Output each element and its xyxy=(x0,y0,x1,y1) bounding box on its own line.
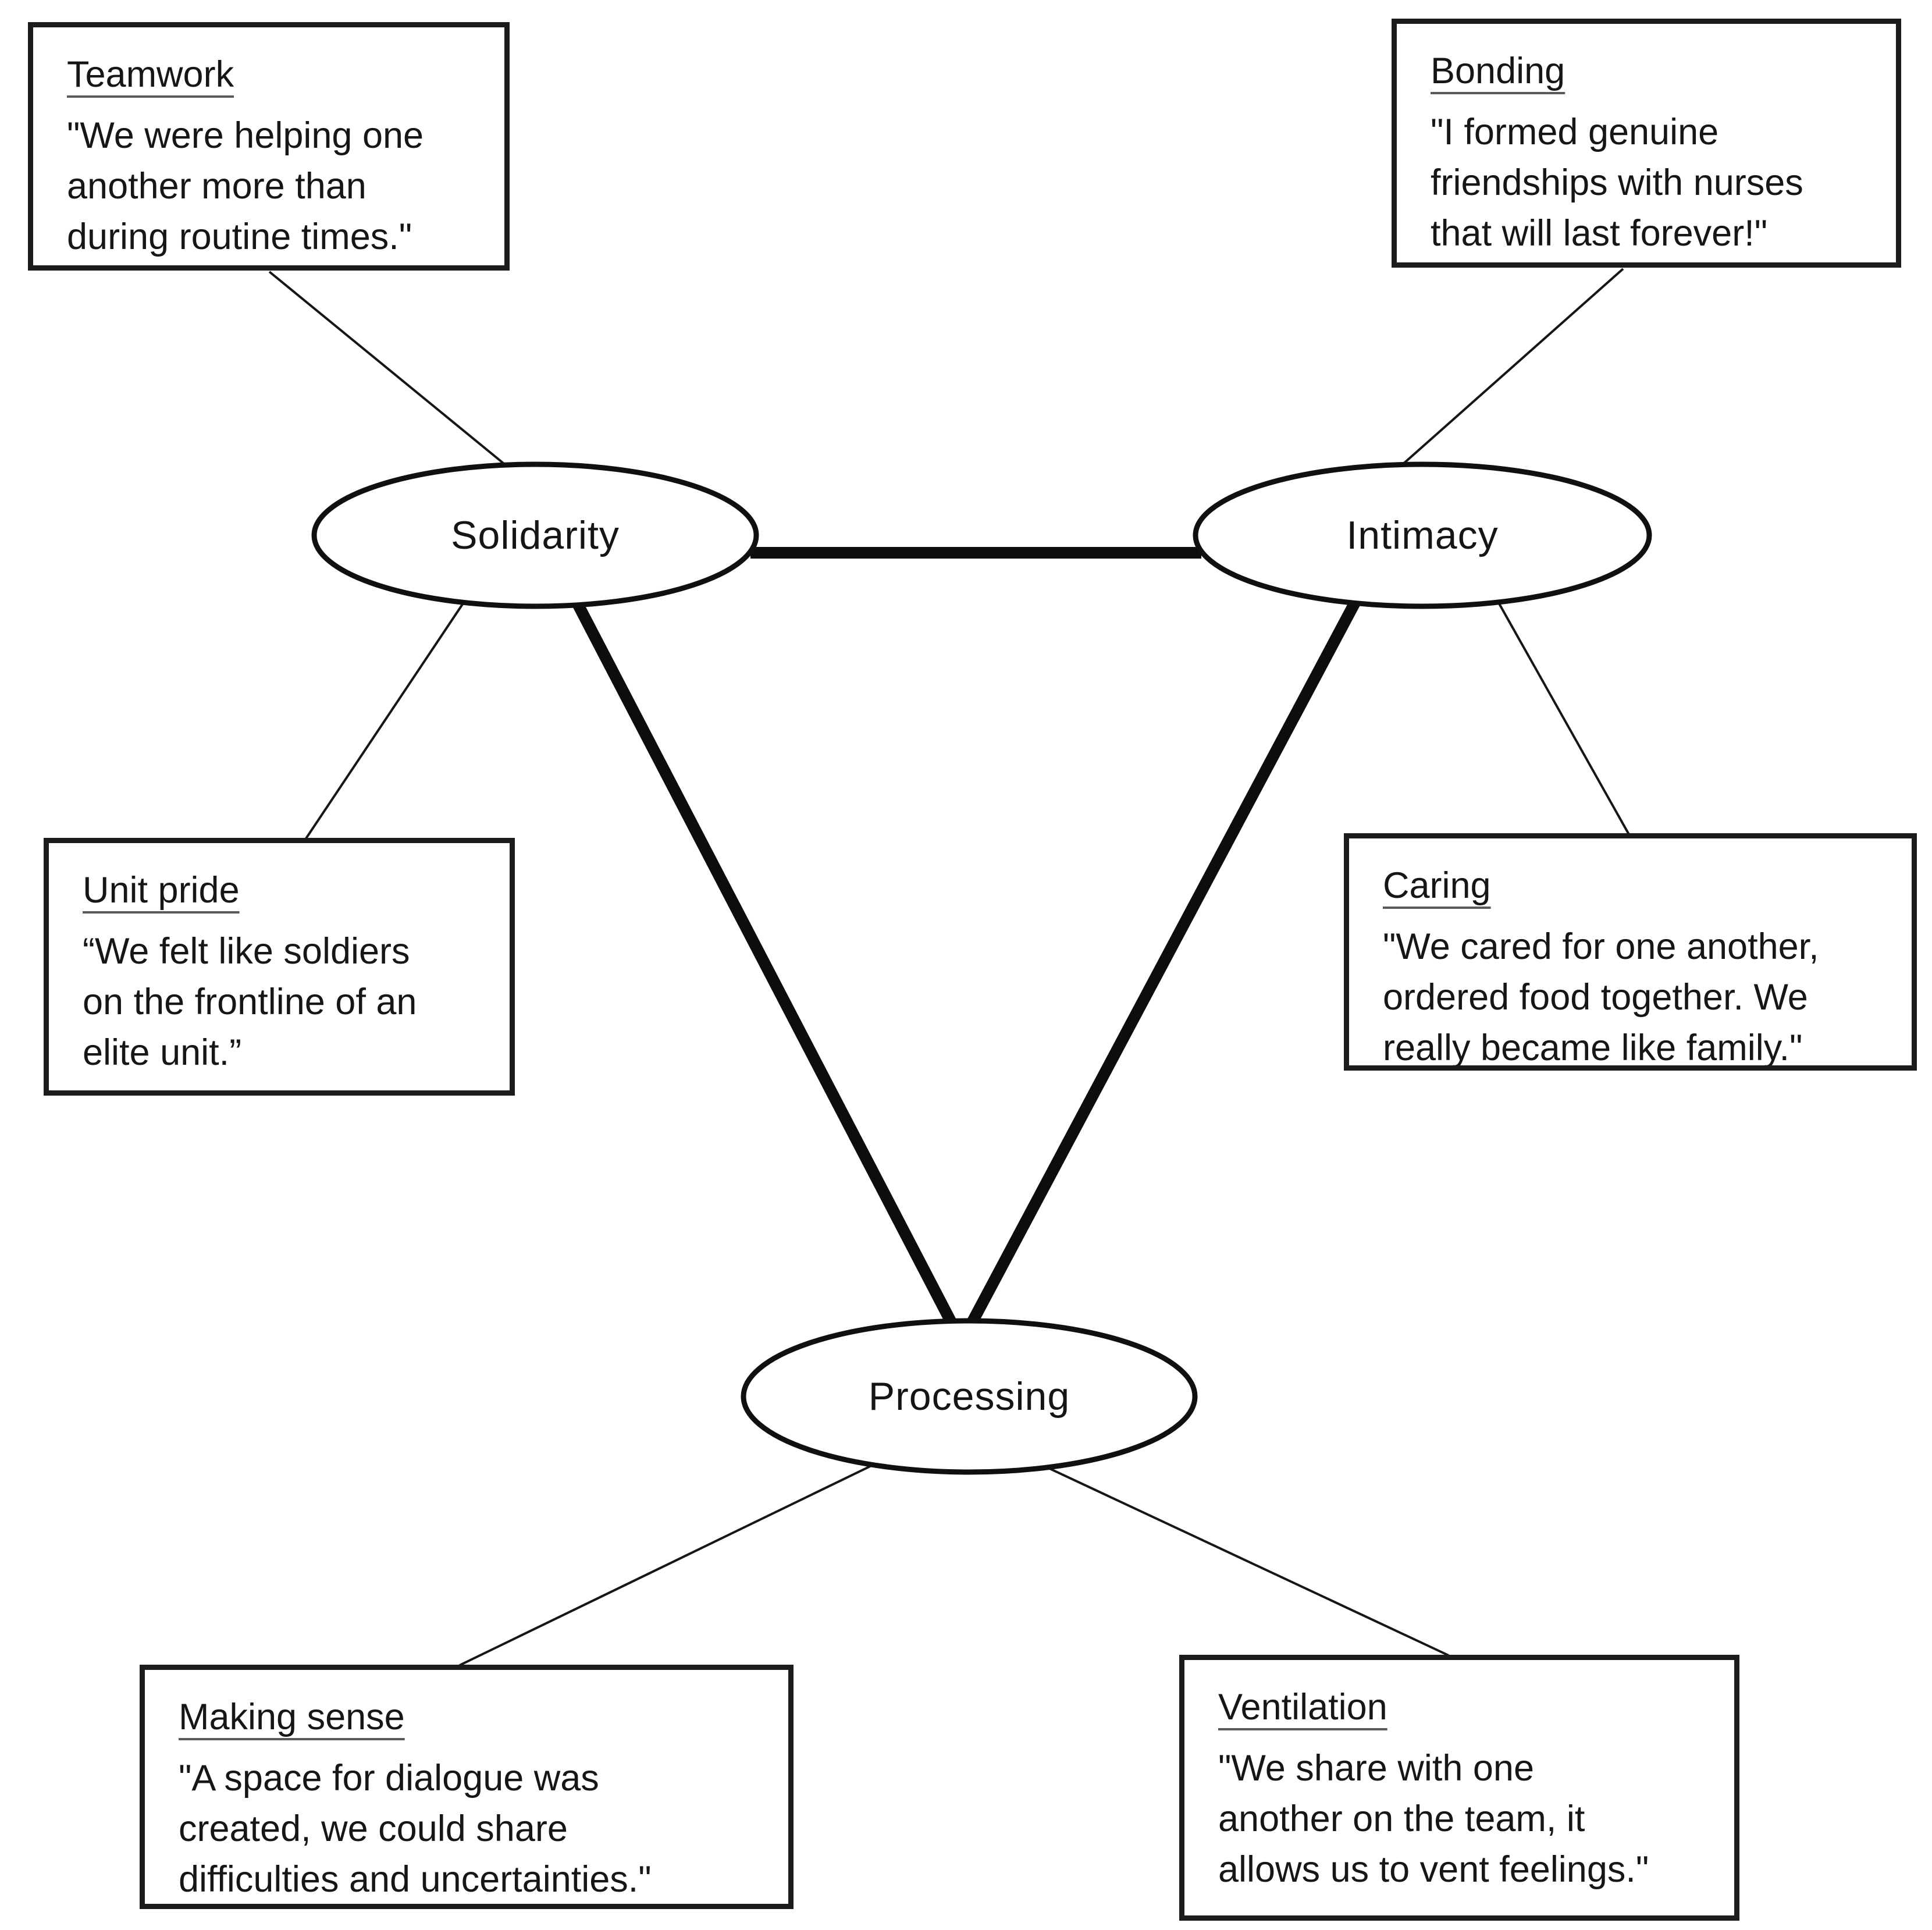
note-caring: Caring "We cared for one another, ordere… xyxy=(1344,833,1917,1071)
note-quote-ventilation: "We share with one another on the team, … xyxy=(1218,1748,1649,1890)
note-making-sense: Making sense "A space for dialogue was c… xyxy=(140,1665,794,1909)
connector-solidarity-unit-pride xyxy=(305,600,465,840)
note-quote-bonding: "I formed genuine friendships with nurse… xyxy=(1431,112,1803,254)
note-quote-caring: "We cared for one another, ordered food … xyxy=(1383,926,1819,1068)
note-title-making-sense: Making sense xyxy=(179,1697,405,1737)
processing-ellipse xyxy=(741,1318,1198,1475)
note-quote-unit-pride: “We felt like soldiers on the frontline … xyxy=(83,931,417,1073)
solidarity-ellipse xyxy=(311,461,759,609)
connector-bonding-intimacy xyxy=(1401,268,1624,466)
connector-processing-ventilation xyxy=(1047,1466,1449,1657)
note-unit-pride: Unit pride “We felt like soldiers on the… xyxy=(44,838,515,1096)
intimacy-ellipse xyxy=(1193,461,1652,609)
note-ventilation: Ventilation "We share with one another o… xyxy=(1179,1655,1739,1921)
note-title-ventilation: Ventilation xyxy=(1218,1687,1387,1728)
note-quote-teamwork: "We were helping one another more than d… xyxy=(67,115,424,257)
note-title-unit-pride: Unit pride xyxy=(83,870,240,911)
note-teamwork: Teamwork "We were helping one another mo… xyxy=(28,22,510,271)
node-label-processing: Processing xyxy=(868,1374,1070,1419)
edge-intimacy-processing xyxy=(964,599,1361,1331)
note-title-bonding: Bonding xyxy=(1431,51,1565,91)
note-title-caring: Caring xyxy=(1383,865,1491,906)
connector-processing-making-sense xyxy=(459,1464,873,1666)
edge-solidarity-processing xyxy=(572,600,958,1328)
node-label-intimacy: Intimacy xyxy=(1346,513,1499,557)
connector-teamwork-solidarity xyxy=(268,271,507,467)
note-title-teamwork: Teamwork xyxy=(67,54,234,95)
node-label-solidarity: Solidarity xyxy=(451,513,620,557)
connector-intimacy-caring xyxy=(1497,601,1630,835)
note-quote-making-sense: "A space for dialogue was created, we co… xyxy=(179,1758,652,1900)
note-bonding: Bonding "I formed genuine friendships wi… xyxy=(1392,19,1901,268)
